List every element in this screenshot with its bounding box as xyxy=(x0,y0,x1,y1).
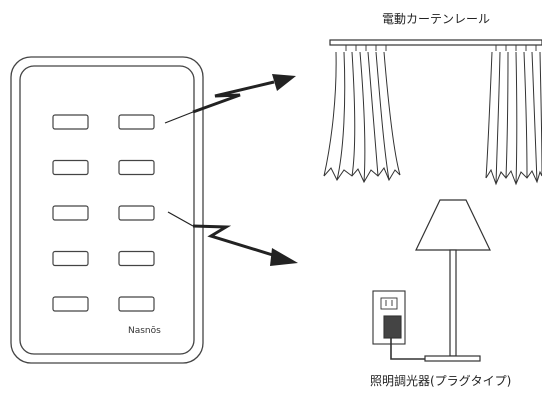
lightning-bolt-lamp-icon xyxy=(192,224,277,258)
dimmer-plug-icon xyxy=(383,315,402,339)
remote-brand-label: Nasnōs xyxy=(128,326,161,336)
rail-runners xyxy=(345,45,537,51)
signal-line-lamp xyxy=(167,211,194,227)
lightning-bolt-curtain-icon xyxy=(192,80,275,114)
remote-control: Nasnōs xyxy=(10,56,204,364)
remote-button[interactable] xyxy=(52,250,89,267)
remote-body-inner xyxy=(19,65,195,355)
arrowhead-curtain-icon xyxy=(272,74,296,91)
rail-bar xyxy=(329,39,542,46)
plug-cord xyxy=(390,338,425,360)
curtain-label: 電動カーテンレール xyxy=(382,12,490,26)
remote-button[interactable] xyxy=(52,114,89,130)
curtain-rail xyxy=(329,39,542,51)
curtain-left xyxy=(323,51,401,184)
arrowhead-lamp-icon xyxy=(270,248,298,266)
plug-dimmer xyxy=(372,290,425,360)
remote-button[interactable] xyxy=(52,205,89,221)
remote-buttons xyxy=(52,114,155,312)
remote-button[interactable] xyxy=(118,114,155,130)
signal-to-curtain xyxy=(164,74,296,124)
signal-to-lamp xyxy=(167,211,298,266)
lamp-base xyxy=(424,355,481,362)
outlet-socket xyxy=(380,297,398,310)
lamp-pole xyxy=(449,249,457,357)
signal-line-curtain xyxy=(164,111,194,124)
remote-button[interactable] xyxy=(52,159,89,176)
floor-lamp xyxy=(415,199,491,362)
lamp-shade xyxy=(415,199,491,251)
remote-button[interactable] xyxy=(118,205,155,221)
remote-button[interactable] xyxy=(118,296,155,312)
remote-button[interactable] xyxy=(52,296,89,312)
remote-button[interactable] xyxy=(118,250,155,267)
remote-button[interactable] xyxy=(118,159,155,176)
curtain-right xyxy=(485,51,542,186)
lamp-label: 照明調光器(プラグタイプ) xyxy=(370,374,511,388)
